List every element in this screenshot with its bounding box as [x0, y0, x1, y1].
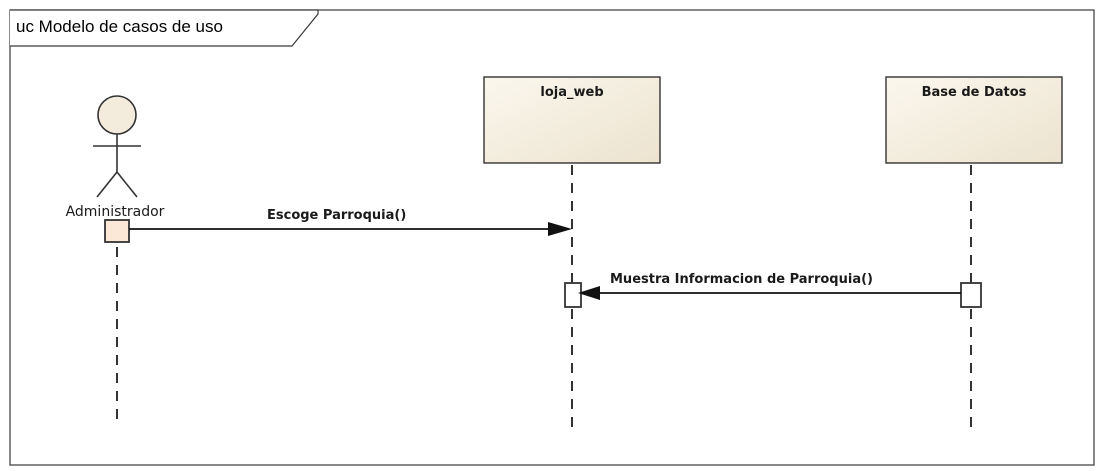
lifeline-label-base-de-datos: Base de Datos — [922, 85, 1027, 100]
lifeline-loja-web[interactable]: loja_web — [483, 76, 661, 164]
message-muestra-informacion[interactable]: Muestra Informacion de Parroquia() — [578, 272, 961, 300]
administrador-activation — [104, 219, 130, 243]
lifeline-label-loja-web: loja_web — [540, 85, 603, 100]
lifeline-base-de-datos[interactable]: Base de Datos — [885, 76, 1063, 164]
lifeline-box-base-de-datos — [885, 76, 1063, 164]
frame-title-tab — [10, 9, 319, 47]
message-arrowhead — [578, 286, 600, 300]
actor-label: Administrador — [66, 204, 165, 220]
actor-right-leg — [116, 171, 138, 198]
actor-head — [97, 95, 137, 135]
message-label: Muestra Informacion de Parroquia() — [610, 272, 873, 287]
message-arrowhead — [548, 222, 572, 236]
loja-web-activation — [564, 282, 582, 308]
actor-administrador[interactable]: Administrador — [66, 95, 165, 220]
frame-title: uc Modelo de casos de uso — [16, 17, 223, 36]
message-label: Escoge Parroquia() — [267, 208, 406, 223]
lifeline-box-loja-web — [483, 76, 661, 164]
message-escoge-parroquia[interactable]: Escoge Parroquia() — [129, 208, 572, 236]
actor-left-leg — [96, 171, 118, 198]
base-de-datos-activation — [960, 282, 982, 308]
